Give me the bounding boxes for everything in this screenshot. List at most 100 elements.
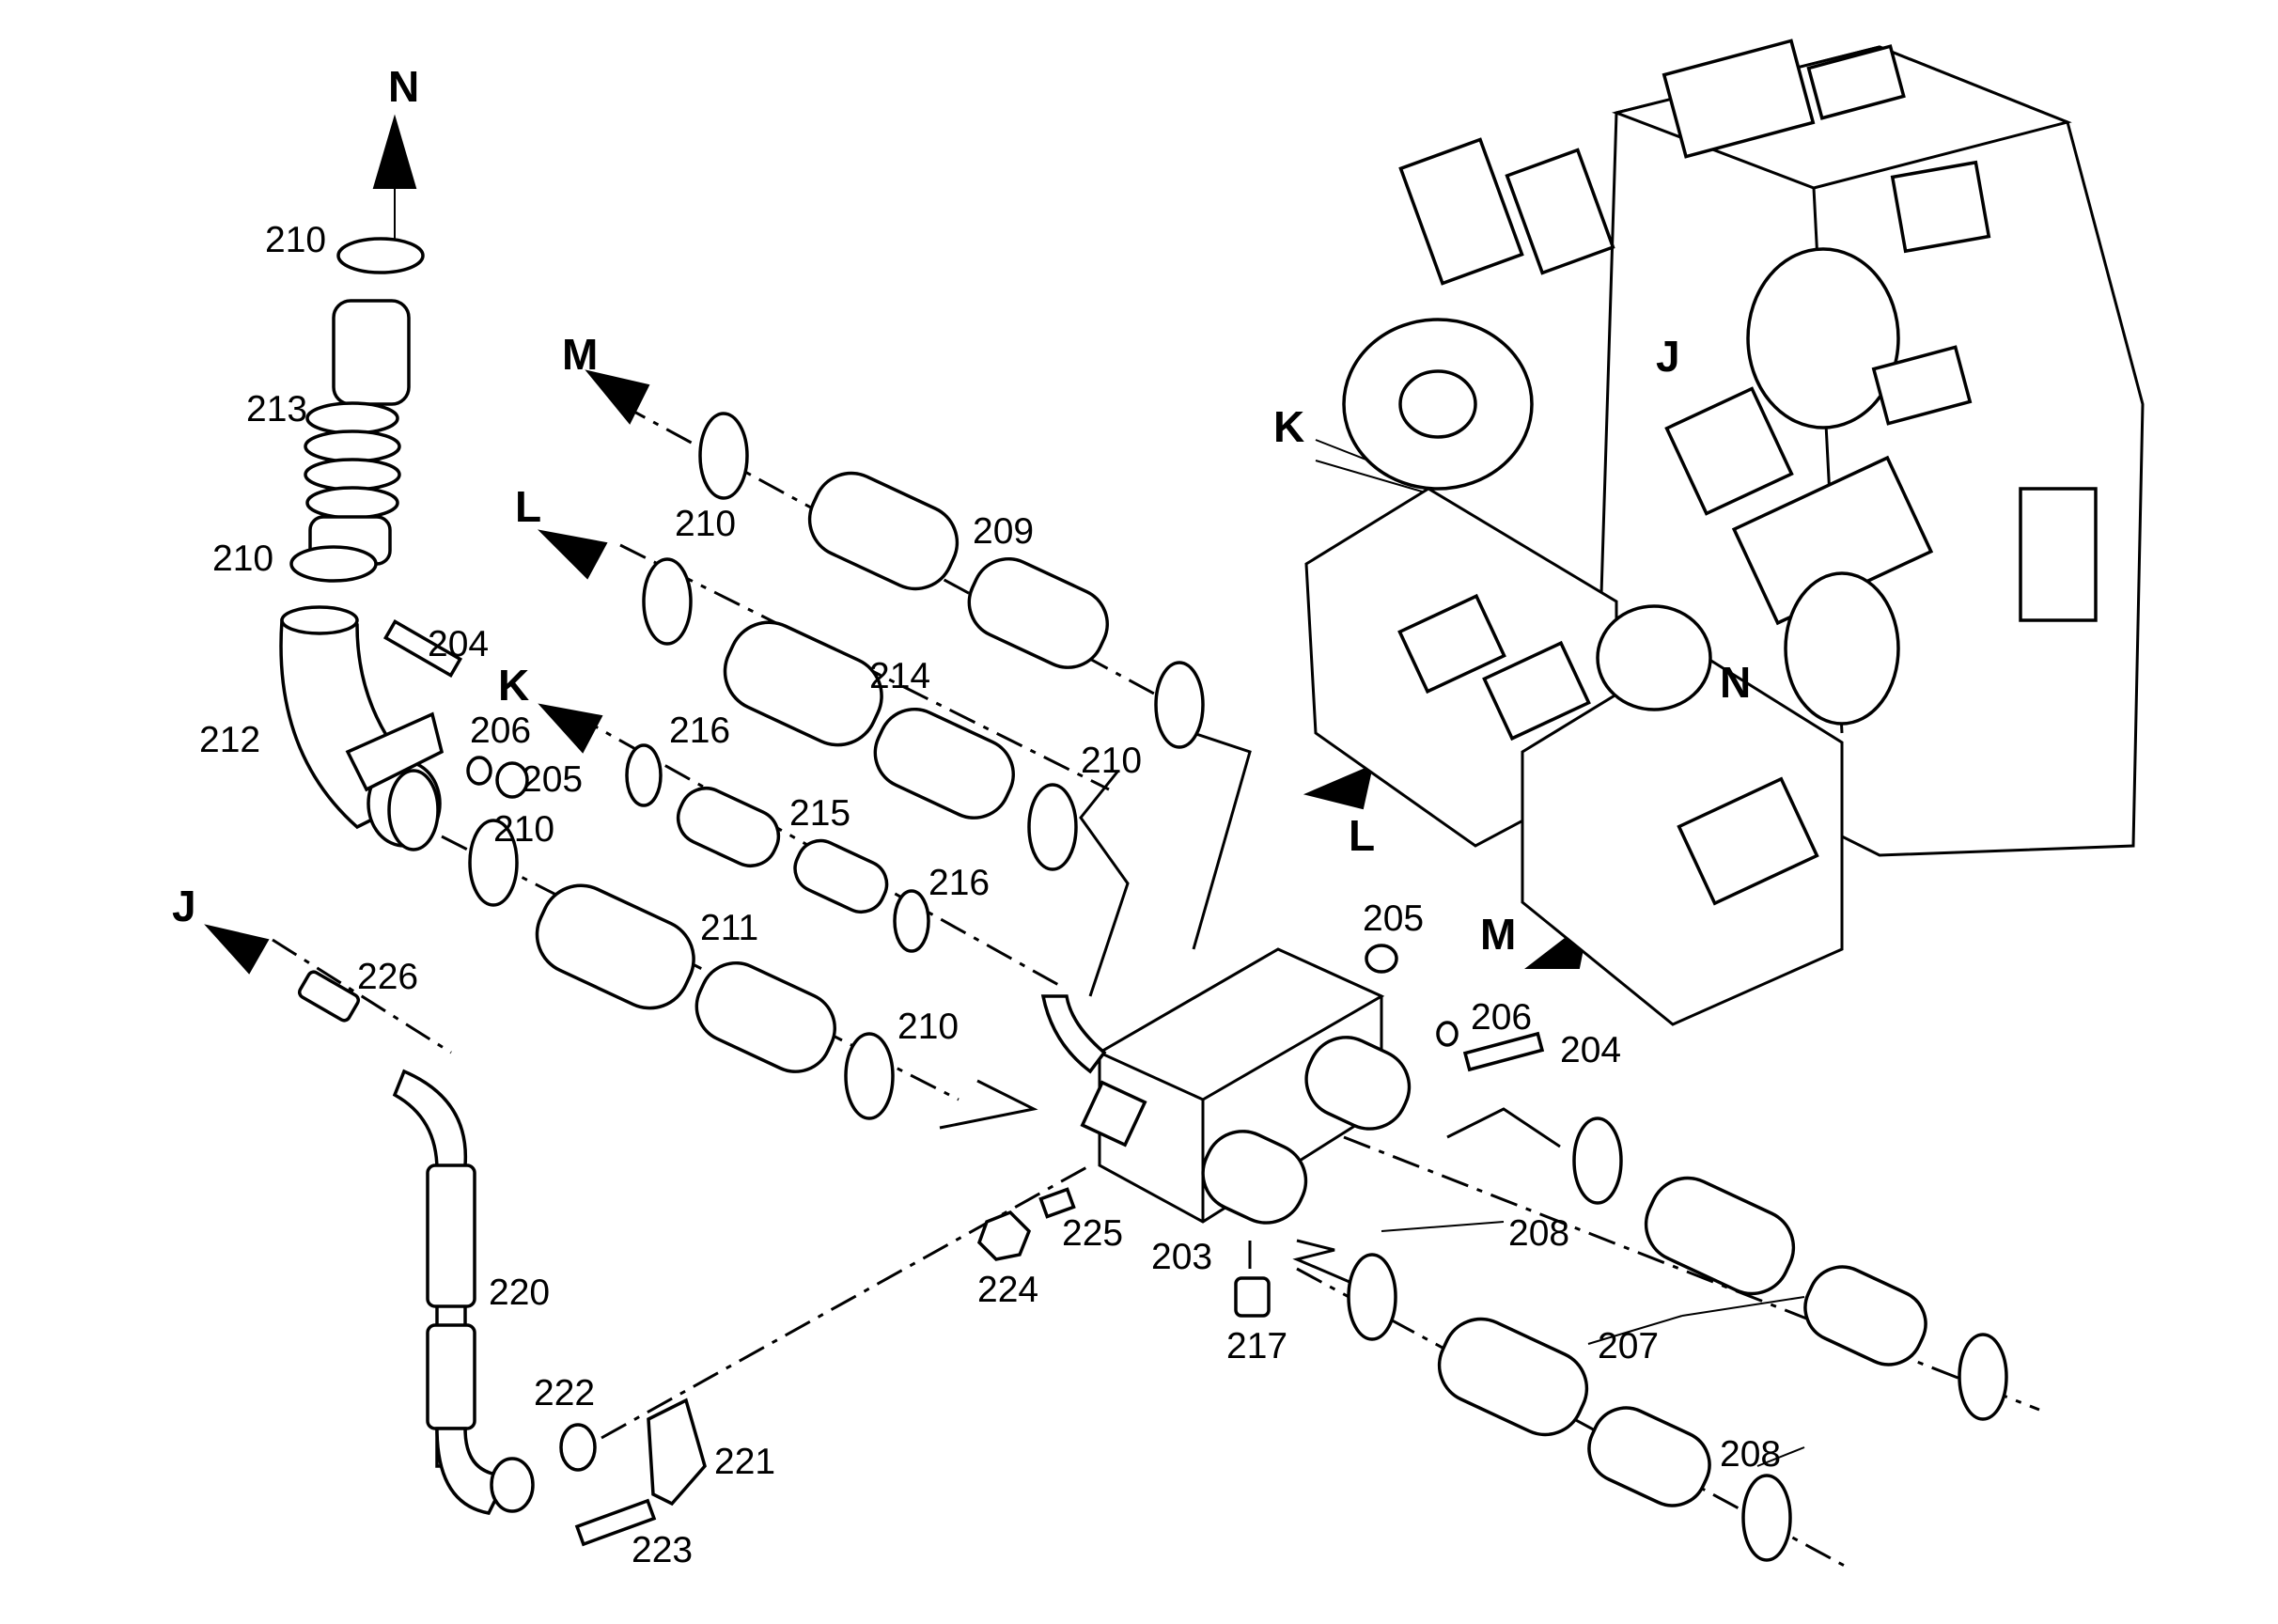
callout-204-left: 204 [428, 624, 489, 664]
clamp-208-b [1347, 1253, 1397, 1341]
callout-210-top: 210 [265, 220, 326, 260]
arrow-m-left [585, 369, 650, 425]
bellows-row-207-lower [1347, 1253, 1792, 1562]
hose-213-bellows [304, 401, 401, 520]
direction-k-left: K [498, 661, 529, 710]
callout-208-upper: 208 [1508, 1213, 1569, 1254]
callout-216-b: 216 [928, 863, 990, 903]
arrow-l-left [538, 529, 608, 580]
callout-222: 222 [534, 1373, 595, 1413]
bracket-plate [345, 711, 445, 792]
clamp-210-top [336, 237, 425, 274]
arrow-k-left [538, 703, 603, 754]
housing-203 [976, 944, 1545, 1318]
direction-n-engine: N [1720, 658, 1751, 707]
callout-205-right: 205 [1363, 898, 1424, 939]
nut-224 [976, 1210, 1032, 1261]
bolt-223 [574, 1498, 657, 1547]
clamp-208-c [1741, 1474, 1792, 1562]
callout-224: 224 [977, 1270, 1038, 1310]
direction-l-left: L [515, 482, 541, 531]
direction-l-engine: L [1349, 811, 1375, 860]
clamp-210-f [844, 1032, 895, 1120]
callout-labels: 210 213 210 212 204 206 205 210 209 214 … [199, 220, 1781, 1570]
bolt-204-right [1462, 1031, 1545, 1072]
plug-217 [1234, 1276, 1271, 1318]
elbow-212-clamp [387, 769, 440, 851]
callout-220: 220 [489, 1273, 550, 1313]
pump-outlet [1596, 604, 1712, 711]
bellows-row-215 [625, 743, 930, 953]
arrow-l-engine [1303, 764, 1374, 810]
callout-214: 214 [869, 656, 930, 696]
bellows-row-209 [698, 412, 1205, 749]
hose-220 [426, 1163, 476, 1308]
washer-206-left [466, 756, 492, 786]
callout-208-lower: 208 [1720, 1434, 1781, 1475]
nut-205-right [1365, 944, 1398, 974]
direction-m-engine: M [1480, 910, 1516, 959]
engine-assembly [1304, 39, 2145, 1026]
callout-226: 226 [357, 957, 418, 997]
valve-block-top [1662, 39, 1816, 159]
hydraulic-line-220 [297, 970, 707, 1547]
callout-216-a: 216 [669, 710, 730, 751]
callout-204-right: 204 [1560, 1030, 1621, 1070]
mount-bracket-right [2019, 487, 2098, 622]
callout-210-mid: 210 [212, 539, 273, 579]
bellows-row-211 [468, 819, 895, 1120]
clamp-210-c [468, 819, 519, 907]
nut-205-left [495, 761, 529, 799]
direction-labels: N M L K J J K N L M [172, 62, 1751, 959]
callout-206-left: 206 [470, 710, 531, 751]
clamp-216-b [893, 889, 930, 953]
arrow-j-left [204, 924, 270, 975]
direction-j-left: J [172, 882, 196, 930]
clamp-210-e [1027, 783, 1078, 871]
pipe-stub [1040, 994, 1107, 1074]
callout-206-right: 206 [1471, 997, 1532, 1038]
arrow-n-up [372, 114, 417, 189]
fitting-226 [297, 970, 361, 1023]
hose-assembly-212-213 [279, 237, 442, 848]
clamp-208-end [1958, 1333, 2008, 1421]
callout-210-m: 210 [675, 504, 736, 544]
callout-223: 223 [632, 1530, 693, 1570]
callout-225: 225 [1062, 1213, 1123, 1254]
bolt-204-left [382, 618, 463, 679]
direction-j-engine: J [1656, 332, 1680, 381]
callout-215: 215 [789, 793, 850, 834]
pump-housing-right [1746, 247, 1900, 429]
hose-213-upper [332, 299, 411, 406]
fitting-225 [1038, 1187, 1076, 1219]
direction-k-engine: K [1273, 402, 1304, 451]
direction-n-top: N [388, 62, 419, 111]
callout-203: 203 [1151, 1237, 1212, 1277]
callout-210-f: 210 [897, 1007, 959, 1047]
callout-212: 212 [199, 720, 260, 760]
callout-205-left: 205 [522, 759, 583, 800]
callout-217: 217 [1226, 1326, 1287, 1366]
clamp-216-a [625, 743, 663, 807]
clamp-208-a [1572, 1116, 1623, 1205]
callout-211: 211 [700, 908, 758, 948]
callout-210-c: 210 [493, 809, 554, 850]
callout-207: 207 [1598, 1326, 1659, 1366]
flange-221 [647, 1398, 707, 1507]
bellows-row-214 [642, 557, 1078, 871]
bellows-row-207-upper [1572, 1116, 2008, 1421]
washer-206-right [1436, 1021, 1459, 1047]
clamp-210-mid [289, 545, 378, 583]
callout-221: 221 [714, 1442, 775, 1482]
oring-222 [559, 1423, 597, 1472]
callout-209: 209 [973, 511, 1034, 552]
clamp-210-l [642, 557, 693, 646]
clamp-210-m [698, 412, 749, 500]
hardware-204-205-206 [345, 618, 529, 799]
clamp-210-right [1154, 661, 1205, 749]
bracket-flange [1080, 1080, 1147, 1148]
callout-213: 213 [246, 389, 307, 429]
callout-210-e: 210 [1081, 741, 1142, 781]
direction-m-left: M [562, 330, 598, 379]
